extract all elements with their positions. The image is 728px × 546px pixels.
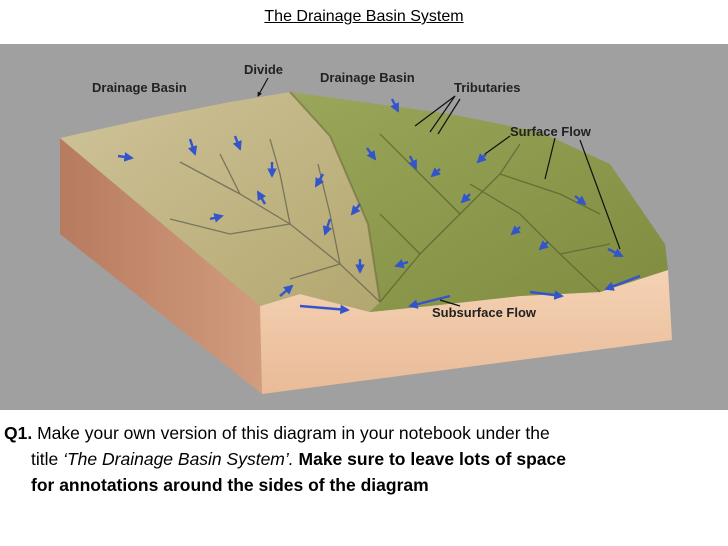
label-subsurface-flow: Subsurface Flow <box>432 305 537 320</box>
label-drainage-basin-right: Drainage Basin <box>320 70 415 85</box>
question-line-3: for annotations around the sides of the … <box>4 472 724 498</box>
title-text: The Drainage Basin System <box>264 8 463 25</box>
question-bold-2: for annotations around the sides of the … <box>31 475 429 495</box>
question-italic-title: ‘The Drainage Basin System’. <box>63 449 294 469</box>
question-text-2: title <box>31 449 63 469</box>
question-bold-1: Make sure to leave lots of space <box>294 449 566 469</box>
question-block: Q1. Make your own version of this diagra… <box>4 420 724 498</box>
slide-title: The Drainage Basin System <box>0 8 728 26</box>
question-line-1: Q1. Make your own version of this diagra… <box>4 420 724 446</box>
label-divide: Divide <box>244 62 283 77</box>
question-line-2: title ‘The Drainage Basin System’. Make … <box>4 446 724 472</box>
question-text-1: Make your own version of this diagram in… <box>32 423 550 443</box>
label-surface-flow: Surface Flow <box>510 124 592 139</box>
question-number: Q1. <box>4 423 32 443</box>
label-tributaries: Tributaries <box>454 80 520 95</box>
drainage-basin-diagram: Drainage Basin Divide Drainage Basin Tri… <box>0 44 728 410</box>
label-drainage-basin-left: Drainage Basin <box>92 80 187 95</box>
